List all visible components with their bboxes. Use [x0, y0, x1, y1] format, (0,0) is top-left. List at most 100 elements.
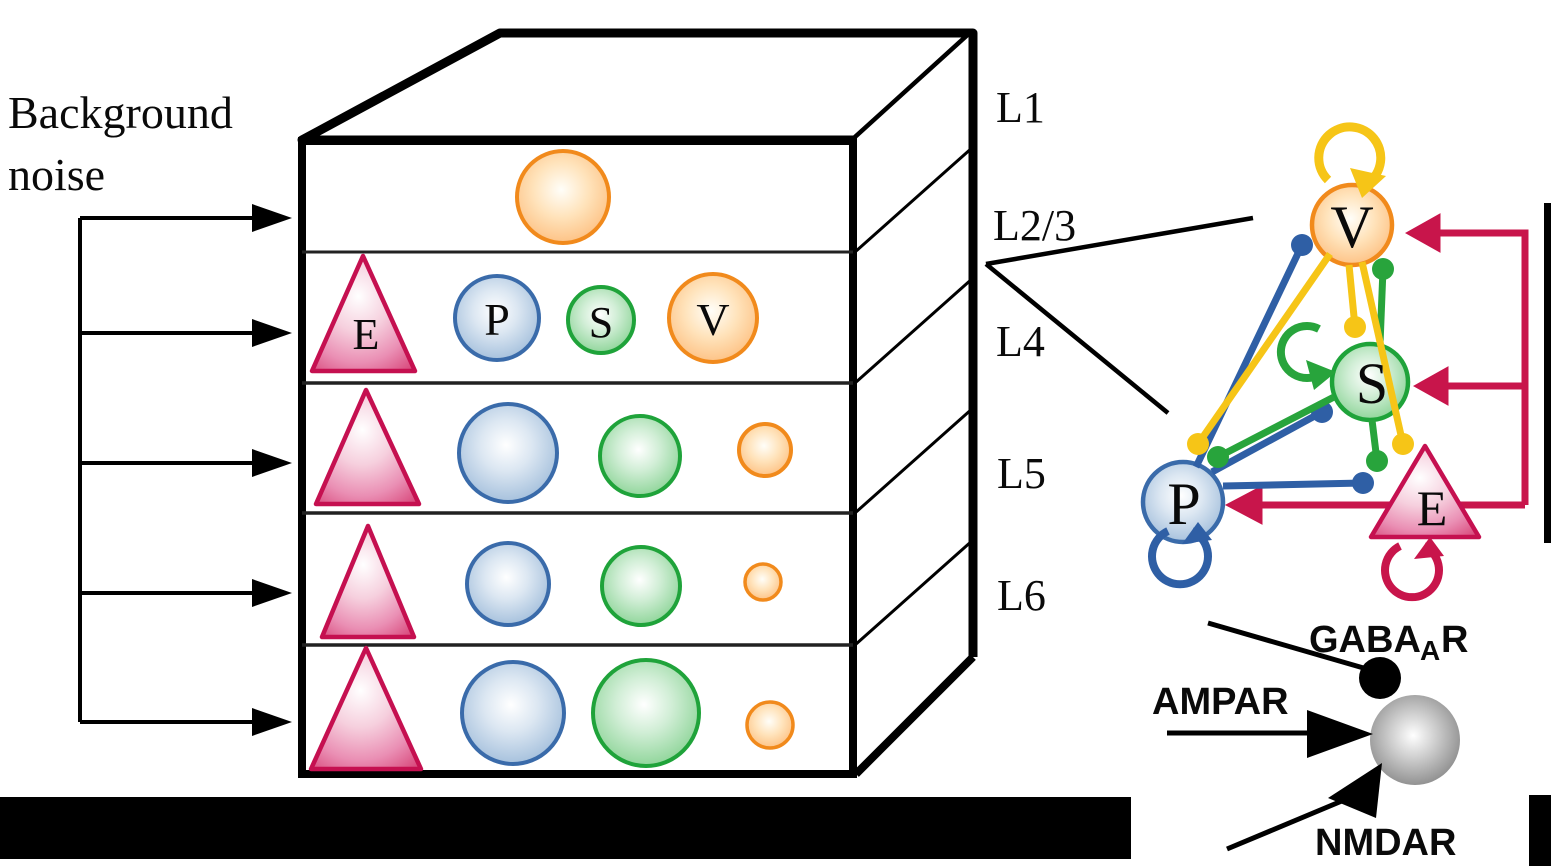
- p-self-loop: [1148, 527, 1212, 589]
- background-noise-input: Background noise: [8, 87, 292, 736]
- circuit-p-node: [1140, 459, 1226, 545]
- layer-label-l23: L2/3: [993, 201, 1076, 250]
- cortical-column-box: E P S V: [297, 28, 978, 778]
- arrowhead-icon: [252, 319, 292, 347]
- input-arrow-l6: [80, 579, 292, 607]
- p-to-e-wire: [1222, 479, 1364, 490]
- p-to-v-synapse-dot-icon: [1291, 234, 1313, 256]
- v-to-p-wire: [1195, 252, 1333, 446]
- nmdar-pointer-line: [1226, 795, 1350, 852]
- layer-label-l1: L1: [996, 83, 1045, 132]
- layer-label-l6: L6: [997, 571, 1046, 620]
- right-edge-black-strip: [1544, 203, 1551, 543]
- gabaar-label-prefix: GABA: [1309, 619, 1421, 661]
- nmdar-synapse-triangle-icon: [1328, 763, 1382, 818]
- e-neuron-row3: [313, 387, 422, 507]
- soma-sphere-icon: [1370, 695, 1460, 785]
- e-neuron-row4: [319, 523, 417, 640]
- side-layer-divider-3: [854, 406, 974, 515]
- p-neuron-row5: [460, 660, 566, 766]
- e-to-p-arrowhead-icon: [1224, 485, 1263, 525]
- s-to-v-synapse-dot-icon: [1372, 258, 1394, 280]
- input-arrow-l4: [80, 319, 292, 347]
- input-arrow-l5: [80, 449, 292, 477]
- s-self-loop: [1276, 322, 1321, 382]
- expansion-line-lower: [984, 262, 1170, 415]
- arrowhead-icon: [252, 449, 292, 477]
- e-self-loop-arrowhead-icon: [1414, 537, 1444, 559]
- arrowhead-icon: [252, 708, 292, 736]
- s-to-p-wire: [1216, 393, 1336, 461]
- side-layer-divider-2: [854, 276, 974, 385]
- v-neuron-row5: [745, 700, 795, 750]
- e-to-s-arrowhead-icon: [1412, 366, 1449, 406]
- box-top-face: [297, 28, 978, 145]
- s-neuron-row2: [566, 285, 636, 355]
- arrowhead-icon: [252, 204, 292, 232]
- v-to-e-wire: [1358, 261, 1407, 445]
- v-neuron-row1: [515, 149, 611, 245]
- p-neuron-row3: [457, 402, 559, 504]
- gabaar-synapse-dot-icon: [1359, 657, 1401, 699]
- p-neuron-row4: [465, 541, 551, 627]
- e-cell-label: E: [353, 310, 380, 359]
- s-to-e-synapse-dot-icon: [1366, 450, 1388, 472]
- side-layer-divider-1: [854, 145, 974, 254]
- e-neuron-row5: [308, 645, 424, 772]
- v-to-e-synapse-dot-icon: [1392, 433, 1414, 455]
- gabaar-label-subscript: A: [1420, 635, 1440, 666]
- bottom-black-bar: [0, 797, 1131, 859]
- input-arrow-bottom: [80, 708, 292, 736]
- gabaar-pointer-line: [1207, 620, 1368, 672]
- layer-expansion-lines: [984, 215, 1254, 415]
- circuit-e-node: [1368, 443, 1482, 540]
- receptor-legend: GABA A R AMPAR NMDAR: [1152, 619, 1468, 864]
- background-noise-label-line1: Background: [8, 87, 233, 138]
- background-noise-label-line2: noise: [8, 149, 105, 200]
- bottom-right-black-block: [1529, 795, 1551, 866]
- layer-label-l5: L5: [997, 449, 1046, 498]
- s-self-loop-arrowhead-icon: [1306, 360, 1336, 390]
- e-neuron-row2: [309, 253, 418, 374]
- e-self-loop: [1381, 542, 1443, 602]
- e-to-v-wire: [1434, 229, 1529, 505]
- v-to-s-synapse-dot-icon: [1344, 316, 1366, 338]
- e-to-v-arrowhead-icon: [1404, 213, 1441, 253]
- layer-labels: L1 L2/3 L4 L5 L6: [993, 83, 1076, 620]
- v-inhibitory-connections: [1187, 122, 1414, 455]
- arrowhead-icon: [252, 579, 292, 607]
- p-to-v-wire: [1192, 243, 1306, 469]
- p-inhibitory-connections: [1148, 234, 1374, 589]
- circuit-e-label: E: [1417, 480, 1448, 536]
- circuit-v-label: V: [1330, 194, 1373, 260]
- s-neuron-row5: [591, 658, 701, 768]
- layer-label-l4: L4: [996, 317, 1045, 366]
- p-self-loop-arrowhead-icon: [1182, 522, 1212, 544]
- gabaar-label-suffix: R: [1441, 619, 1468, 661]
- s-neuron-row4: [600, 545, 682, 627]
- v-cell-label: V: [696, 294, 729, 345]
- crop-artifacts: [0, 203, 1551, 866]
- v-self-loop-arrowhead-icon: [1350, 168, 1386, 198]
- row-l6-cells: [319, 523, 783, 640]
- circuit-s-label: S: [1356, 351, 1388, 416]
- e-excitatory-connections: [1224, 213, 1529, 525]
- v-to-p-synapse-dot-icon: [1187, 433, 1209, 455]
- p-neuron-row2: [453, 274, 541, 362]
- e-self-connection: [1381, 537, 1444, 602]
- circuit-p-label: P: [1167, 471, 1200, 537]
- row-epsv-labeled: E P S V: [309, 253, 759, 374]
- circuit-s-node: [1329, 341, 1411, 423]
- v-neuron-row2: [667, 272, 759, 364]
- microcircuit: E: [1140, 122, 1529, 602]
- expansion-line-upper: [985, 215, 1254, 267]
- ampar-synapse-triangle-icon: [1307, 710, 1373, 758]
- s-neuron-row3: [598, 414, 682, 498]
- p-to-s-wire: [1210, 408, 1324, 476]
- row-l5-cells: [313, 387, 793, 507]
- row-bottom-cells: [308, 645, 795, 772]
- v-self-loop: [1314, 122, 1386, 187]
- p-cell-label: P: [484, 294, 510, 345]
